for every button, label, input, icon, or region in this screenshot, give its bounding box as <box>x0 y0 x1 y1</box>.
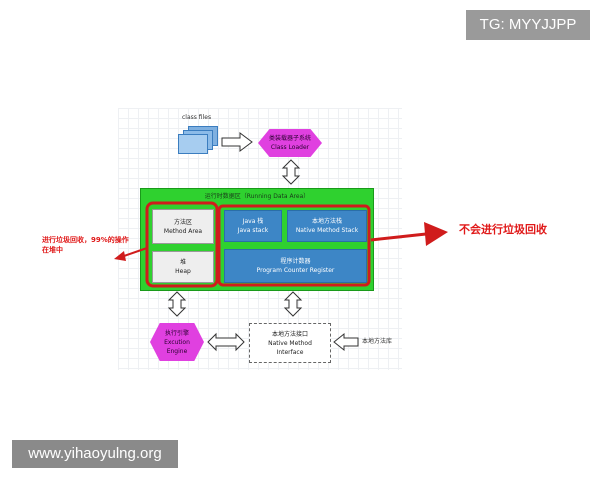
heap-box: 堆 Heap <box>152 251 214 283</box>
execution-engine-node: 执行引擎 Excution Engine <box>150 323 204 361</box>
arrow-library-interface <box>333 332 359 352</box>
left-red-arrow <box>114 247 148 261</box>
class-files-icon <box>178 124 218 154</box>
execution-engine-en1: Excution <box>164 338 190 346</box>
java-stack-box: Java 栈 Java stack <box>224 210 282 242</box>
native-method-interface-cn: 本地方法接口 <box>271 330 308 338</box>
heap-en: Heap <box>175 268 191 275</box>
class-loader-node: 类装载器子系统 Class Loader <box>258 129 322 157</box>
arrow-runtime-engine <box>167 291 187 317</box>
java-stack-en: Java stack <box>237 227 269 234</box>
shared-area-highlight <box>145 201 219 288</box>
left-annotation-line1: 进行垃圾回收，99%的操作 <box>42 236 129 244</box>
left-annotation-line2: 在堆中 <box>42 246 63 254</box>
native-method-stack-box: 本地方法栈 Native Method Stack <box>287 210 367 242</box>
left-annotation: 进行垃圾回收，99%的操作 在堆中 <box>42 235 129 255</box>
class-loader-en: Class Loader <box>270 144 310 151</box>
right-annotation: 不会进行垃圾回收 <box>459 223 547 236</box>
java-stack-cn: Java 栈 <box>242 218 264 225</box>
arrow-class-files-to-loader <box>221 132 253 152</box>
native-method-stack-cn: 本地方法栈 <box>311 218 342 225</box>
native-method-interface-box: 本地方法接口 Native Method Interface <box>249 323 331 363</box>
right-red-arrow <box>370 222 448 246</box>
native-method-interface-en1: Native Method <box>268 339 312 347</box>
arrow-runtime-interface <box>283 291 303 317</box>
arrow-engine-interface <box>207 332 245 352</box>
runtime-data-area-title: 运行时数据区（Running Data Area） <box>204 193 310 200</box>
native-method-stack-en: Native Method Stack <box>295 227 359 234</box>
native-method-library-label: 本地方法库 <box>362 338 393 345</box>
heap-cn: 堆 <box>179 259 186 266</box>
site-watermark: www.yihaoyulng.org <box>12 440 178 468</box>
execution-engine-cn: 执行引擎 <box>164 329 189 337</box>
class-files-label: class files <box>182 114 212 121</box>
program-counter-register-box: 程序计数器 Program Counter Register <box>224 249 367 283</box>
native-method-interface-en2: Interface <box>276 348 304 356</box>
arrow-loader-runtime <box>281 159 301 185</box>
execution-engine-en2: Engine <box>166 347 188 355</box>
program-counter-register-en: Program Counter Register <box>256 267 335 274</box>
private-area-highlight <box>217 204 371 287</box>
method-area-cn: 方法区 <box>173 218 192 226</box>
class-loader-cn: 类装载器子系统 <box>268 135 311 142</box>
method-area-box: 方法区 Method Area <box>152 209 214 244</box>
tg-watermark: TG: MYYJJPP <box>466 10 590 40</box>
program-counter-register-cn: 程序计数器 <box>280 258 311 265</box>
method-area-en: Method Area <box>163 227 203 235</box>
